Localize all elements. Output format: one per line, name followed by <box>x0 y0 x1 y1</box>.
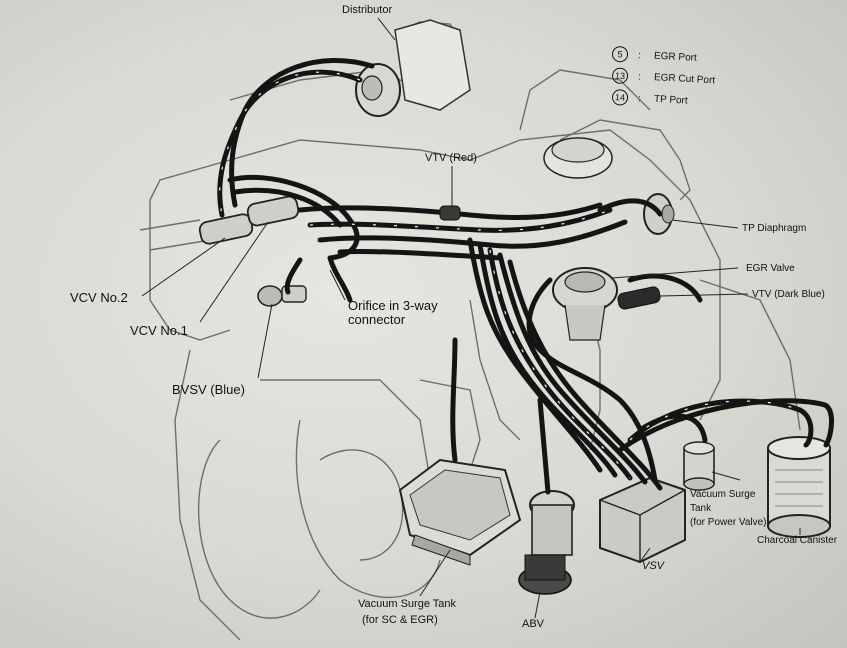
surge-tank-power-valve-part <box>683 441 715 491</box>
distributor-part <box>355 19 471 117</box>
vtv-red-part <box>439 205 461 221</box>
label-surge-sc-line1: Vacuum Surge Tank <box>358 598 457 610</box>
egr-valve-part <box>552 267 618 341</box>
label-egr-valve: EGR Valve <box>746 263 795 274</box>
label-vcv-no2: VCV No.2 <box>70 290 128 305</box>
vtv-dark-blue-part <box>617 286 661 310</box>
legend-number: 13 <box>611 67 629 85</box>
leader-lines <box>141 17 801 619</box>
legend-text: EGR Cut Port <box>653 72 716 87</box>
hose-highlights <box>219 71 801 479</box>
label-surge-power-line1: Vacuum Surge <box>690 489 756 500</box>
label-orifice-line1: Orifice in 3-way <box>348 298 438 313</box>
vcv-parts <box>198 195 300 245</box>
abv-part <box>518 490 575 595</box>
label-vsv: VSV <box>642 560 665 572</box>
label-bvsv: BVSV (Blue) <box>172 382 245 397</box>
label-vcv-no1: VCV No.1 <box>130 323 188 338</box>
label-distributor: Distributor <box>342 4 393 16</box>
label-surge-power-line2: Tank <box>690 503 712 514</box>
vacuum-hoses <box>217 57 834 495</box>
label-orifice-line2: connector <box>348 312 406 327</box>
surge-tank-sc-egr-part <box>398 458 522 566</box>
legend-text: EGR Port <box>653 50 698 64</box>
label-vtv-dark-blue: VTV (Dark Blue) <box>752 289 825 300</box>
legend-number: 14 <box>611 89 629 106</box>
charcoal-canister-part <box>767 436 831 538</box>
valve-cover-part <box>543 137 613 179</box>
vsv-part <box>599 476 686 564</box>
label-surge-sc-line2: (for SC & EGR) <box>362 614 438 626</box>
label-charcoal-canister: Charcoal Canister <box>757 535 838 546</box>
label-abv: ABV <box>522 618 545 630</box>
label-tp-diaphragm: TP Diaphragm <box>742 223 807 234</box>
label-vtv-red: VTV (Red) <box>425 152 477 164</box>
bvsv-part <box>257 285 307 307</box>
legend-number: 5 <box>611 45 629 63</box>
label-surge-power-line3: (for Power Valve) <box>690 517 767 528</box>
legend-text: TP Port <box>653 93 688 107</box>
